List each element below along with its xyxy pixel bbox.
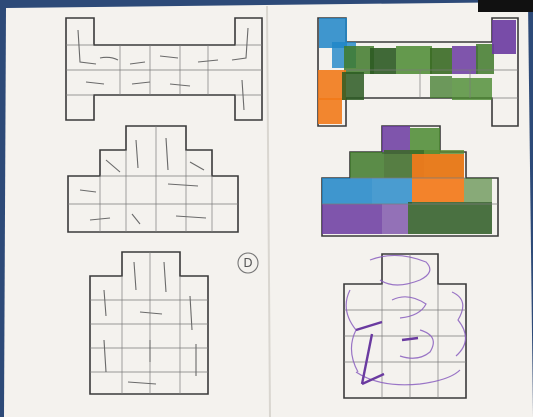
- page-marker: D: [238, 253, 258, 273]
